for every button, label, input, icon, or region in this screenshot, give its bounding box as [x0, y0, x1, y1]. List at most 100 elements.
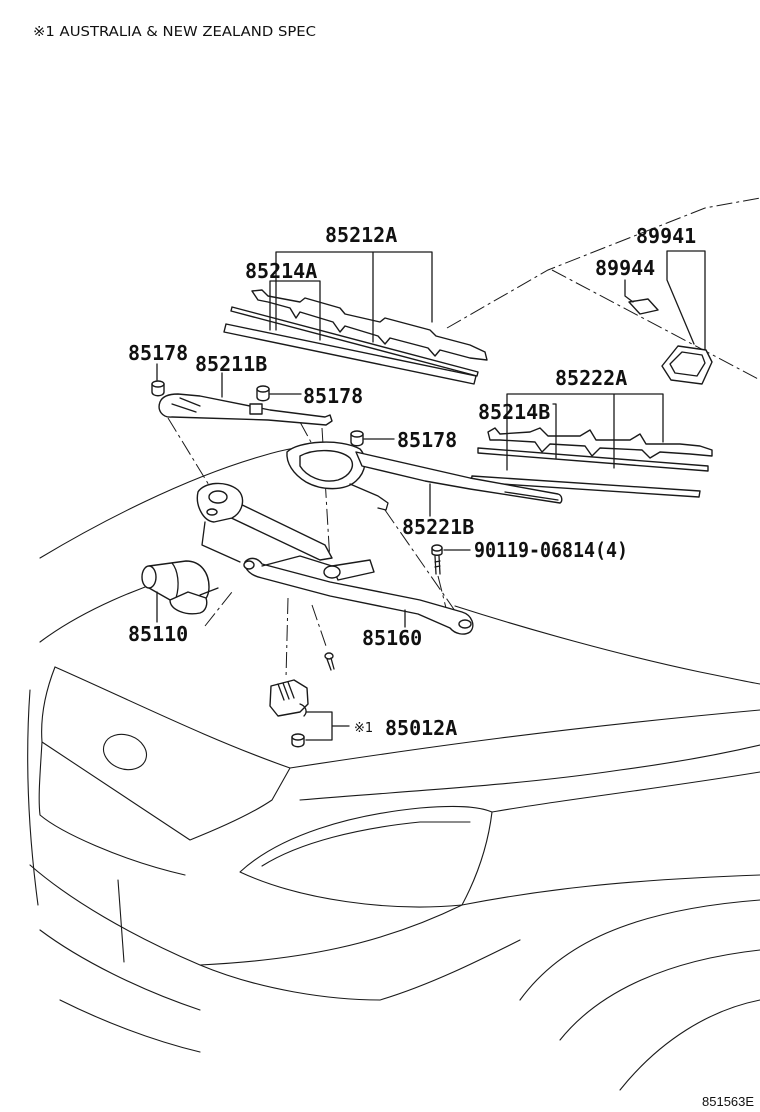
fender-middle-line	[461, 874, 760, 906]
front-blade-frame	[251, 289, 488, 361]
callout-nozzle-marker: ※1	[354, 721, 373, 736]
callout-85178-left: 85178	[128, 341, 188, 365]
nut-left	[151, 380, 165, 397]
rear-wiper-arm	[286, 441, 563, 511]
hood-lower-line	[299, 744, 760, 801]
nut-left-top	[151, 380, 165, 388]
grille-lower-line	[38, 741, 186, 876]
nozzle-tip	[299, 703, 307, 717]
sensor-inner	[669, 351, 706, 377]
motor-end-cap	[141, 565, 157, 589]
leader-nozzle	[305, 711, 350, 741]
nut-right-top	[350, 430, 364, 438]
callout-85110: 85110	[128, 622, 188, 646]
bolt-chain-line	[437, 575, 447, 609]
link-right-pivot	[458, 619, 472, 629]
bolt-upper	[431, 544, 443, 575]
callout-85212a: 85212A	[325, 223, 397, 247]
hood-crease-right	[289, 709, 760, 769]
leader-front-blade-rubber	[269, 280, 321, 341]
bolt-upper-shank	[434, 555, 441, 575]
rear-arm-tab	[349, 483, 389, 511]
bumper-upper	[29, 864, 381, 1001]
callout-89944: 89944	[595, 256, 655, 280]
wheel-arch-outer	[519, 899, 760, 1001]
callout-85211b: 85211B	[195, 352, 267, 376]
rear-arm-chain-line	[384, 509, 461, 619]
wiper-link-assembly	[196, 482, 474, 635]
rain-sensor	[661, 345, 713, 385]
cowl-line	[39, 445, 321, 559]
vehicle-body	[27, 445, 760, 1091]
callout-90119-06814: 90119-06814(4)	[474, 538, 628, 562]
nozzle-cap-top	[291, 733, 305, 741]
front-arm-chain-line	[167, 417, 213, 491]
wheel-arch-inner	[559, 949, 760, 1041]
rear-arm-loop-inner	[299, 449, 354, 482]
leader-rear-blade-rubber	[552, 403, 557, 459]
leader-sensor	[666, 250, 706, 351]
nut-center-top	[256, 385, 270, 393]
leader-lines	[156, 250, 706, 741]
callout-85178-center: 85178	[303, 384, 363, 408]
chain-lines	[167, 197, 760, 679]
leader-front-blade	[275, 251, 433, 343]
rear-arm-shaft	[355, 451, 563, 504]
bolt-lower	[324, 652, 335, 671]
rear-wiper-blade	[470, 427, 713, 498]
motor-shaft	[199, 587, 219, 596]
drawing-code: 851563E	[702, 1094, 754, 1109]
link-left-joint	[243, 560, 255, 570]
front-blade-rubber	[223, 323, 477, 385]
lower-body-line	[379, 939, 521, 1001]
leader-rear-blade	[506, 393, 664, 471]
link-rod	[201, 521, 333, 567]
nozzle-chain-line	[285, 597, 289, 679]
callout-85222a: 85222A	[555, 366, 627, 390]
front-arm-cap-detail	[171, 397, 201, 413]
rear-blade-spine	[477, 447, 709, 472]
fender-upper-line	[491, 771, 760, 813]
left-fender-line	[27, 689, 39, 906]
bumper-vertical	[117, 879, 125, 963]
callout-85012a: 85012A	[385, 716, 457, 740]
motor-gear-housing	[169, 591, 208, 615]
bumper-lower	[59, 999, 201, 1053]
windshield-edge-line	[446, 197, 760, 329]
callout-85160: 85160	[362, 626, 422, 650]
front-wiper-blade	[223, 289, 488, 385]
nozzle-cap	[291, 733, 305, 748]
headlight-inner	[261, 821, 471, 867]
sensor-cover-plate	[628, 298, 659, 315]
link-left-pivot-base	[206, 508, 218, 516]
wiper-motor	[141, 560, 219, 615]
sensor-body	[661, 345, 713, 385]
front-arm-connector	[249, 403, 263, 415]
hood-right-edge	[454, 605, 760, 685]
nut-center	[256, 385, 270, 402]
callout-85214b: 85214B	[478, 400, 550, 424]
link-center-pivot	[323, 565, 341, 579]
front-blade-spine	[230, 306, 479, 377]
body-lower-line	[199, 904, 463, 966]
grille-outline	[41, 666, 291, 841]
front-arm-body	[158, 393, 333, 426]
bolt-upper-head-top	[431, 544, 443, 552]
arm-end-chain-line	[299, 421, 313, 445]
hood-front-edge	[54, 666, 291, 769]
windshield-side-line	[551, 269, 760, 381]
emblem	[102, 733, 148, 771]
lower-bolt-chain-line	[311, 604, 327, 647]
washer-nozzle	[269, 679, 309, 717]
bolt-lower-shank	[326, 657, 335, 671]
rear-arm-tip-detail	[504, 491, 559, 501]
front-wiper-arm	[158, 393, 333, 426]
callout-85221b: 85221B	[402, 515, 474, 539]
link-main-frame	[244, 557, 474, 635]
spec-note: ※1 AUSTRALIA & NEW ZEALAND SPEC	[33, 25, 316, 40]
leader-sensor-cover	[624, 279, 634, 303]
motor-ring	[171, 562, 179, 599]
nozzle-coil	[277, 681, 295, 701]
part-callouts: 85212A 89941 85214A 89944 85178 85211B 8…	[128, 223, 696, 740]
